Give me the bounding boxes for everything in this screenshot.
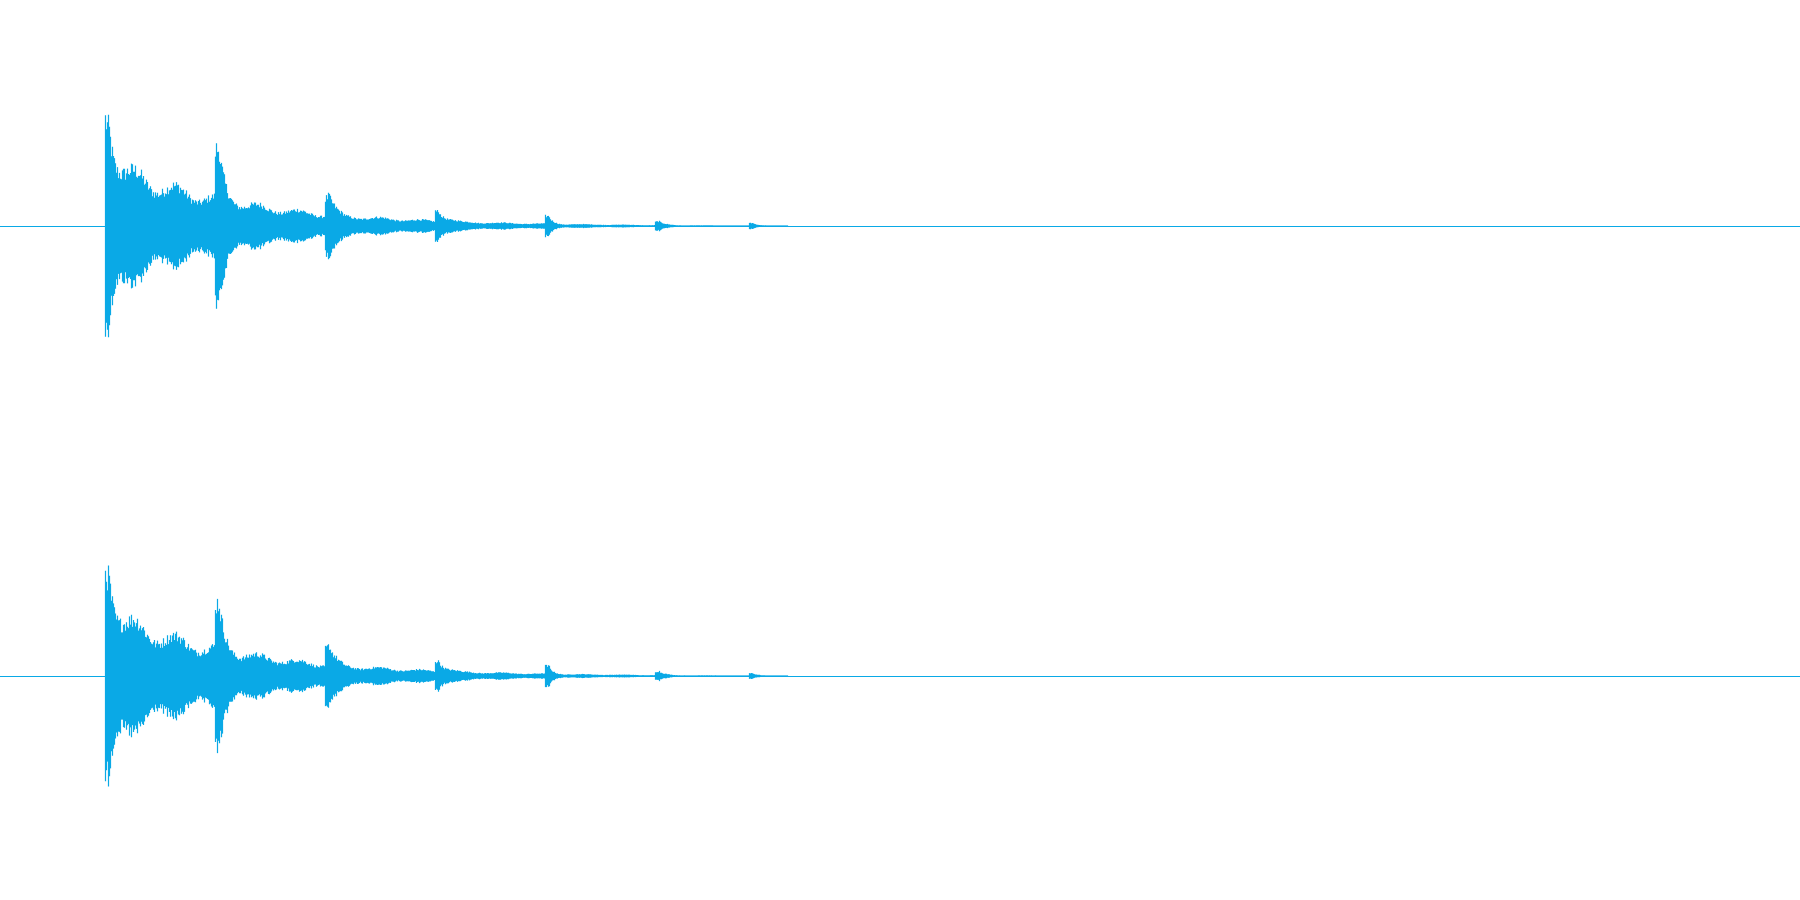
waveform-amplitude-path [104, 565, 789, 787]
waveform-channel-right [0, 565, 1800, 787]
waveform-amplitude-path [104, 114, 789, 338]
waveform-channel-left [0, 114, 1800, 338]
